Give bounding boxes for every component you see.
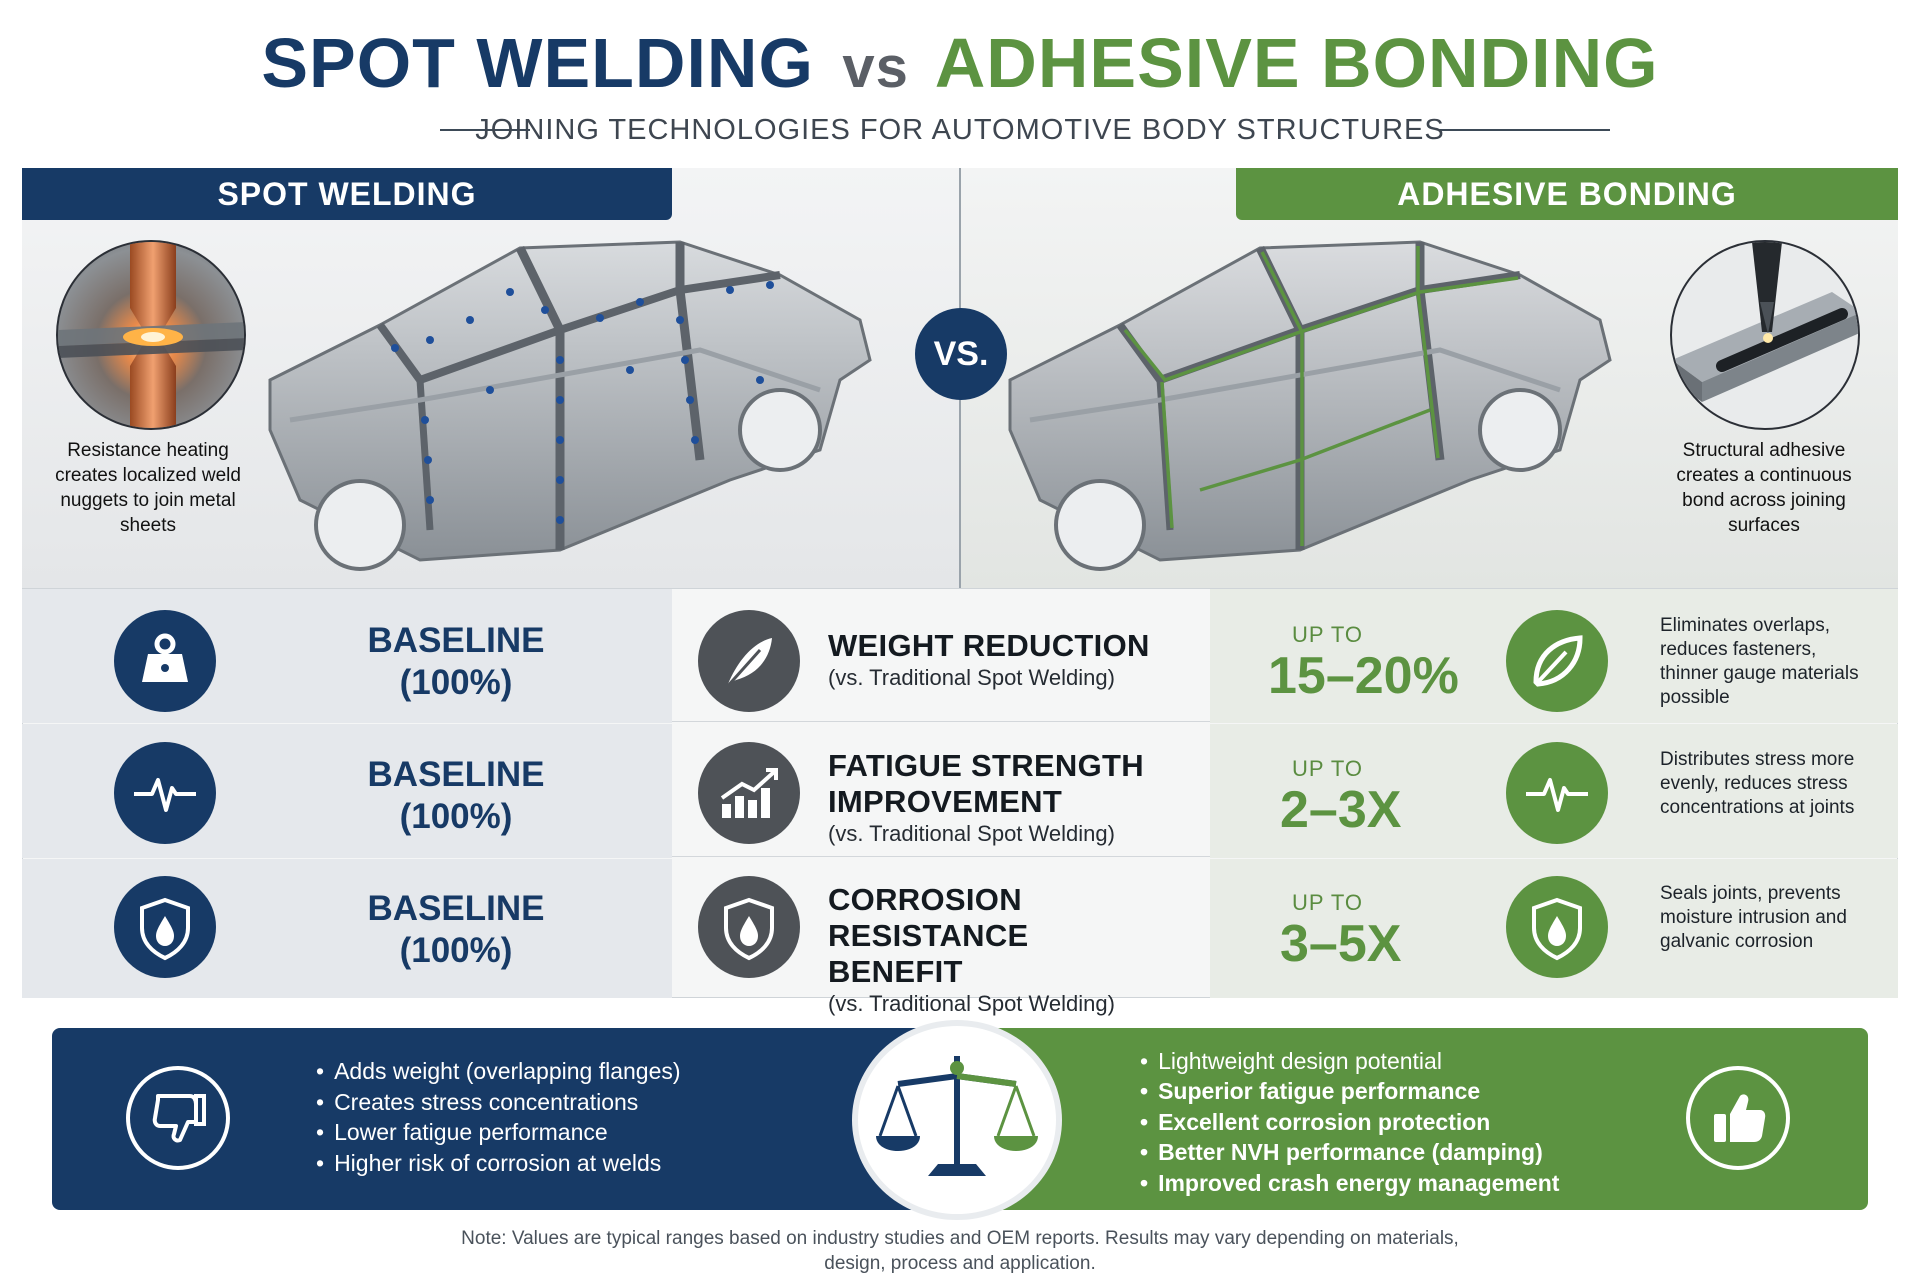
title-adhesive-bonding: ADHESIVE BONDING — [934, 24, 1659, 102]
pulse-icon — [1506, 742, 1608, 844]
shield-drop-icon — [1506, 876, 1608, 978]
title-spot-welding: SPOT WELDING — [261, 24, 814, 102]
table-row-weight — [22, 588, 1898, 722]
thumbs-up-icon — [1686, 1066, 1790, 1170]
up-to-label: UP TO — [1292, 756, 1364, 781]
list-item: Better NVH performance (damping) — [1140, 1137, 1559, 1168]
metric-weight: WEIGHT REDUCTION (vs. Traditional Spot W… — [828, 628, 1188, 692]
benefit-note: Eliminates overlaps, reduces fasteners, … — [1660, 615, 1859, 708]
value-corrosion: UP TO 3–5X — [1268, 890, 1488, 972]
subtitle: JOINING TECHNOLOGIES FOR AUTOMOTIVE BODY… — [475, 114, 1445, 146]
metric-fatigue: FATIGUE STRENGTH IMPROVEMENT (vs. Tradit… — [828, 748, 1208, 848]
thumbs-down-icon — [126, 1066, 230, 1170]
up-to-label: UP TO — [1292, 622, 1364, 647]
footnote: Note: Values are typical ranges based on… — [461, 1228, 1459, 1274]
adhesive-bonding-caption: Structural adhesive creates a continuous… — [1676, 440, 1852, 536]
shield-drop-icon — [698, 876, 800, 978]
adhesive-bonding-banner: ADHESIVE BONDING — [1236, 168, 1898, 220]
subtitle-bar: JOINING TECHNOLOGIES FOR AUTOMOTIVE BODY… — [0, 112, 1920, 148]
subtitle-rule-left — [440, 129, 530, 131]
page-title: SPOT WELDING vs ADHESIVE BONDING — [0, 18, 1920, 113]
leaf-icon — [1506, 610, 1608, 712]
value-weight: UP TO 15–20% — [1268, 622, 1488, 704]
list-item: Improved crash energy management — [1140, 1168, 1559, 1199]
shield-drop-icon — [114, 876, 216, 978]
vs-badge: VS. — [915, 308, 1007, 400]
balance-scale-icon — [876, 1056, 1038, 1176]
benefit-value: 3–5X — [1280, 915, 1402, 973]
welding-electrode-closeup — [56, 240, 246, 430]
adhesive-bead-closeup — [1670, 240, 1860, 430]
pros-list: Lightweight design potential — [1140, 1046, 1442, 1077]
pulse-icon — [114, 742, 216, 844]
list-item: Lightweight design potential — [1140, 1046, 1442, 1077]
benefit-note: Seals joints, prevents moisture intrusio… — [1660, 883, 1847, 952]
list-item: Superior fatigue performance — [1140, 1076, 1559, 1107]
metric-subtitle: (vs. Traditional Spot Welding) — [828, 665, 1115, 690]
spot-welded-car-body-image — [268, 240, 872, 571]
pros-list-bold: Superior fatigue performance Excellent c… — [1140, 1076, 1559, 1198]
title-vs: vs — [842, 35, 909, 100]
metric-title: FATIGUE STRENGTH — [828, 748, 1144, 783]
list-item: Higher risk of corrosion at welds — [316, 1148, 681, 1179]
metric-title-line2: IMPROVEMENT — [828, 784, 1063, 819]
electrode-icon — [58, 242, 244, 428]
value-fatigue: UP TO 2–3X — [1268, 756, 1488, 838]
metric-subtitle: (vs. Traditional Spot Welding) — [828, 991, 1115, 1016]
metric-subtitle: (vs. Traditional Spot Welding) — [828, 821, 1115, 846]
metric-title-line2: BENEFIT — [828, 954, 963, 989]
list-item: Creates stress concentrations — [316, 1087, 681, 1118]
table-row-fatigue — [22, 723, 1898, 857]
list-item: Lower fatigue performance — [316, 1117, 681, 1148]
adhesive-bonded-car-body-image — [1008, 240, 1612, 571]
baseline-label: BASELINE (100%) — [367, 889, 545, 970]
metric-title: WEIGHT REDUCTION — [828, 628, 1150, 663]
adhesive-nozzle-icon — [1672, 242, 1858, 402]
benefit-value: 15–20% — [1268, 647, 1459, 705]
baseline-label: BASELINE (100%) — [367, 755, 545, 836]
up-to-label: UP TO — [1292, 890, 1364, 915]
weight-icon — [114, 610, 216, 712]
benefit-value: 2–3X — [1280, 781, 1402, 839]
spot-welding-banner: SPOT WELDING — [22, 168, 672, 220]
spot-welding-caption: Resistance heating creates localized wel… — [55, 440, 241, 536]
benefit-note: Distributes stress more evenly, reduces … — [1660, 749, 1855, 818]
list-item: Excellent corrosion protection — [1140, 1107, 1559, 1138]
metric-corrosion: CORROSION RESISTANCE BENEFIT (vs. Tradit… — [828, 882, 1208, 1018]
cons-list: Adds weight (overlapping flanges) Create… — [316, 1056, 681, 1179]
baseline-label: BASELINE (100%) — [367, 621, 545, 702]
metric-title: CORROSION RESISTANCE — [828, 882, 1029, 953]
feather-icon — [698, 610, 800, 712]
subtitle-rule-right — [1440, 129, 1610, 131]
list-item: Adds weight (overlapping flanges) — [316, 1056, 680, 1087]
growth-chart-icon — [698, 742, 800, 844]
balance-scale-emblem — [852, 1020, 1062, 1220]
